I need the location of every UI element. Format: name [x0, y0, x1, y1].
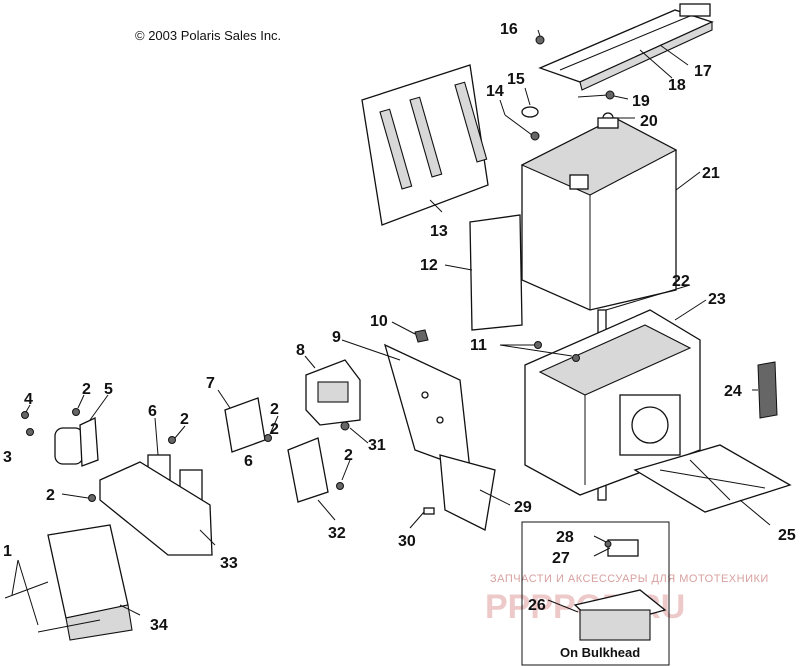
callout-22: 22 — [672, 273, 690, 290]
callout-30: 30 — [398, 533, 416, 550]
nut-2e — [336, 482, 344, 490]
watermark-tagline: ЗАПЧАСТИ И АКСЕССУАРЫ ДЛЯ МОТОТЕХНИКИ — [490, 573, 769, 585]
copyright-notice: © 2003 Polaris Sales Inc. — [135, 28, 282, 43]
nut-2b — [88, 494, 96, 502]
callout-20: 20 — [640, 113, 658, 130]
screw-11b — [572, 354, 580, 362]
battery-side-plate — [361, 64, 489, 226]
callout-32: 32 — [328, 525, 346, 542]
callout-7: 7 — [206, 375, 215, 392]
module-7 — [224, 397, 266, 453]
callout-14: 14 — [486, 83, 504, 100]
bulkhead-label: On Bulkhead — [560, 645, 640, 660]
cover-34 — [47, 524, 133, 641]
module-32 — [287, 437, 329, 503]
callout-10: 10 — [370, 313, 388, 330]
callout-11: 11 — [470, 337, 487, 354]
leader-lines — [11, 29, 771, 626]
callout-24: 24 — [724, 383, 742, 400]
heat-sink-module — [573, 589, 667, 641]
nut-2a — [72, 408, 80, 416]
callout-2b: 2 — [180, 411, 189, 428]
callout-4: 4 — [24, 391, 33, 408]
callout-2a: 2 — [82, 381, 91, 398]
module-27 — [607, 539, 639, 557]
starter-solenoid — [54, 417, 99, 467]
bolt-1a — [4, 581, 49, 599]
callout-13: 13 — [430, 223, 448, 240]
callout-2d: 2 — [270, 421, 279, 438]
callout-28: 28 — [556, 529, 574, 546]
callout-27: 27 — [552, 550, 570, 567]
screw-11a — [534, 341, 542, 349]
nut-16 — [535, 35, 545, 45]
battery-hold-down-bracket — [538, 3, 714, 91]
callout-15: 15 — [507, 71, 525, 88]
foam-strip — [757, 361, 778, 419]
bolt-1b — [37, 619, 101, 633]
callout-2e: 2 — [344, 447, 353, 464]
callout-17: 17 — [694, 63, 712, 80]
nut-2d — [264, 434, 272, 442]
callout-6b: 6 — [244, 453, 253, 470]
callout-2f: 2 — [46, 487, 55, 504]
screw-28 — [604, 540, 612, 548]
battery — [520, 117, 678, 311]
clip-10 — [414, 329, 429, 343]
battery-box — [524, 309, 701, 496]
callout-33: 33 — [220, 555, 238, 572]
callout-16: 16 — [500, 21, 518, 38]
callout-23: 23 — [708, 291, 726, 308]
washer-3 — [26, 428, 34, 436]
washer-4 — [21, 411, 29, 419]
callout-8: 8 — [296, 342, 305, 359]
callout-3: 3 — [3, 449, 12, 466]
callout-25: 25 — [778, 527, 796, 544]
callout-5: 5 — [104, 381, 113, 398]
nut-31 — [340, 421, 350, 431]
mounting-bracket — [383, 343, 496, 531]
nut-2c — [168, 436, 176, 444]
battery-pad — [469, 214, 523, 331]
callout-1: 1 — [3, 543, 12, 560]
bulkhead-inset-frame — [521, 521, 670, 666]
part-callouts: 16 17 18 15 14 19 20 21 13 12 22 23 10 1… — [3, 21, 796, 634]
relay-bracket — [99, 461, 213, 556]
callout-12: 12 — [420, 257, 438, 274]
callout-26: 26 — [528, 597, 546, 614]
callout-34: 34 — [150, 617, 168, 634]
callout-21: 21 — [702, 165, 720, 182]
callout-6a: 6 — [148, 403, 157, 420]
callout-19: 19 — [632, 93, 650, 110]
callout-9: 9 — [332, 329, 341, 346]
callout-2c: 2 — [270, 401, 279, 418]
callout-29: 29 — [514, 499, 532, 516]
callout-18: 18 — [668, 77, 686, 94]
relay-block — [305, 359, 361, 426]
battery-tray-plate — [633, 444, 792, 513]
callout-31: 31 — [368, 437, 386, 454]
pin-30 — [423, 507, 435, 515]
